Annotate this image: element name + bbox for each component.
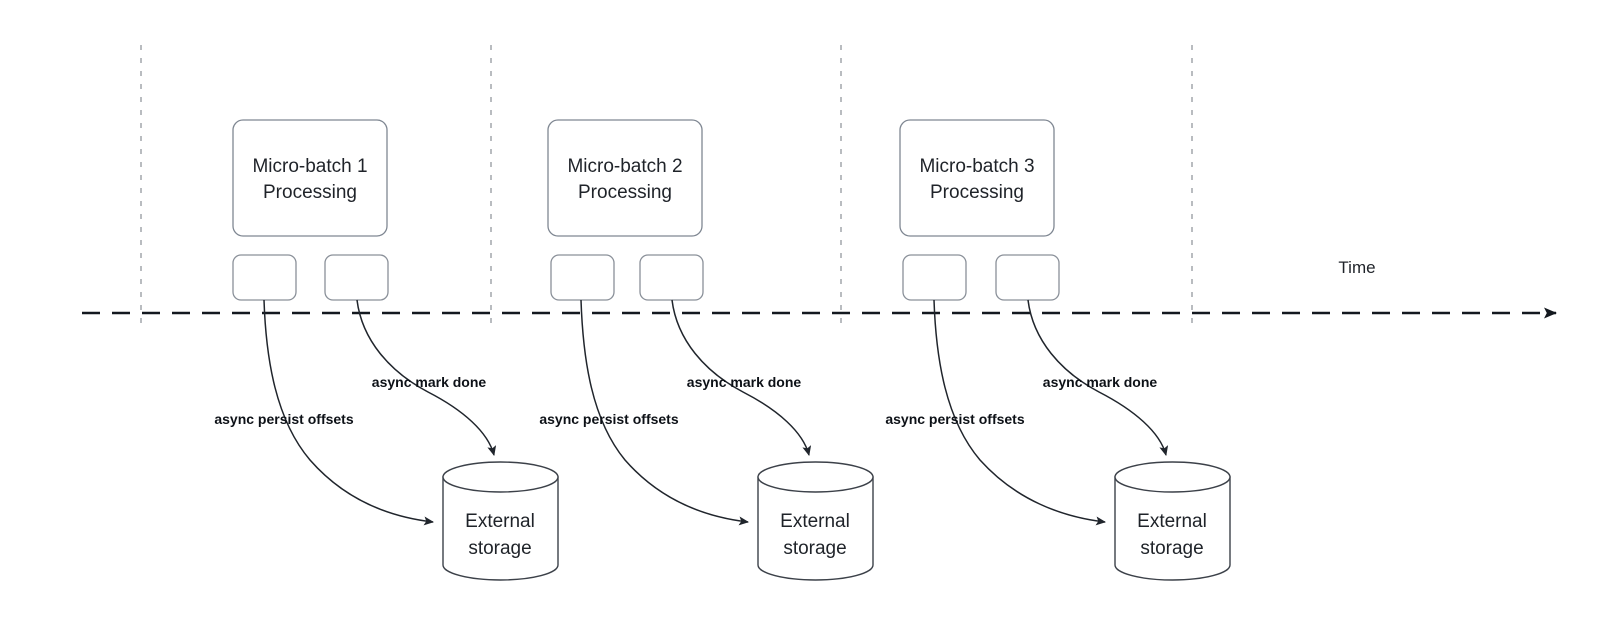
external-storage-label-3-line1: External <box>1137 511 1207 532</box>
group-3: Micro-batch 3 Processing async persist o… <box>885 119 1231 581</box>
micro-batch-label-3-line2: Processing <box>930 182 1024 203</box>
mark-done-flow-arrow-1 <box>356 299 497 456</box>
external-storage-cylinder-2[interactable] <box>757 461 874 581</box>
micro-batch-label-3-line1: Micro-batch 3 <box>919 156 1034 177</box>
mark-done-flow-arrow-3 <box>1027 299 1169 456</box>
persist-offsets-label-1: async persist offsets <box>214 411 353 427</box>
external-storage-label-3-line2: storage <box>1140 538 1203 559</box>
time-axis-label: Time <box>1338 258 1375 277</box>
external-storage-label-2-line2: storage <box>783 538 846 559</box>
external-storage-label-1-line2: storage <box>468 538 531 559</box>
micro-batch-label-1-line1: Micro-batch 1 <box>252 156 367 177</box>
group-1: Micro-batch 1 Processing async persist o… <box>214 119 559 581</box>
external-storage-cylinder-3[interactable] <box>1114 461 1231 581</box>
mark-done-task-box-2[interactable] <box>639 254 704 301</box>
mark-done-flow-arrow-2 <box>671 299 812 456</box>
micro-batch-box-2[interactable] <box>547 119 703 237</box>
micro-batch-label-1-line2: Processing <box>263 182 357 203</box>
external-storage-cylinder-1[interactable] <box>442 461 559 581</box>
micro-batch-box-1[interactable] <box>232 119 388 237</box>
micro-batch-label-2-line2: Processing <box>578 182 672 203</box>
mark-done-label-1: async mark done <box>372 374 487 390</box>
persist-flow-arrow-2 <box>580 299 749 526</box>
micro-batch-label-2-line1: Micro-batch 2 <box>567 156 682 177</box>
time-axis: Time <box>82 258 1557 319</box>
persist-flow-arrow-3 <box>933 299 1106 526</box>
external-storage-label-2-line1: External <box>780 511 850 532</box>
mark-done-task-box-1[interactable] <box>324 254 389 301</box>
persist-offsets-label-2: async persist offsets <box>539 411 678 427</box>
persist-task-box-3[interactable] <box>902 254 967 301</box>
micro-batch-box-3[interactable] <box>899 119 1055 237</box>
persist-task-box-2[interactable] <box>550 254 615 301</box>
mark-done-label-2: async mark done <box>687 374 802 390</box>
mark-done-label-3: async mark done <box>1043 374 1158 390</box>
persist-flow-arrow-1 <box>263 299 434 526</box>
external-storage-label-1-line1: External <box>465 511 535 532</box>
persist-offsets-label-3: async persist offsets <box>885 411 1024 427</box>
boundary-tick-lines <box>140 45 1193 327</box>
persist-task-box-1[interactable] <box>232 254 297 301</box>
mark-done-task-box-3[interactable] <box>995 254 1060 301</box>
group-2: Micro-batch 2 Processing async persist o… <box>539 119 874 581</box>
